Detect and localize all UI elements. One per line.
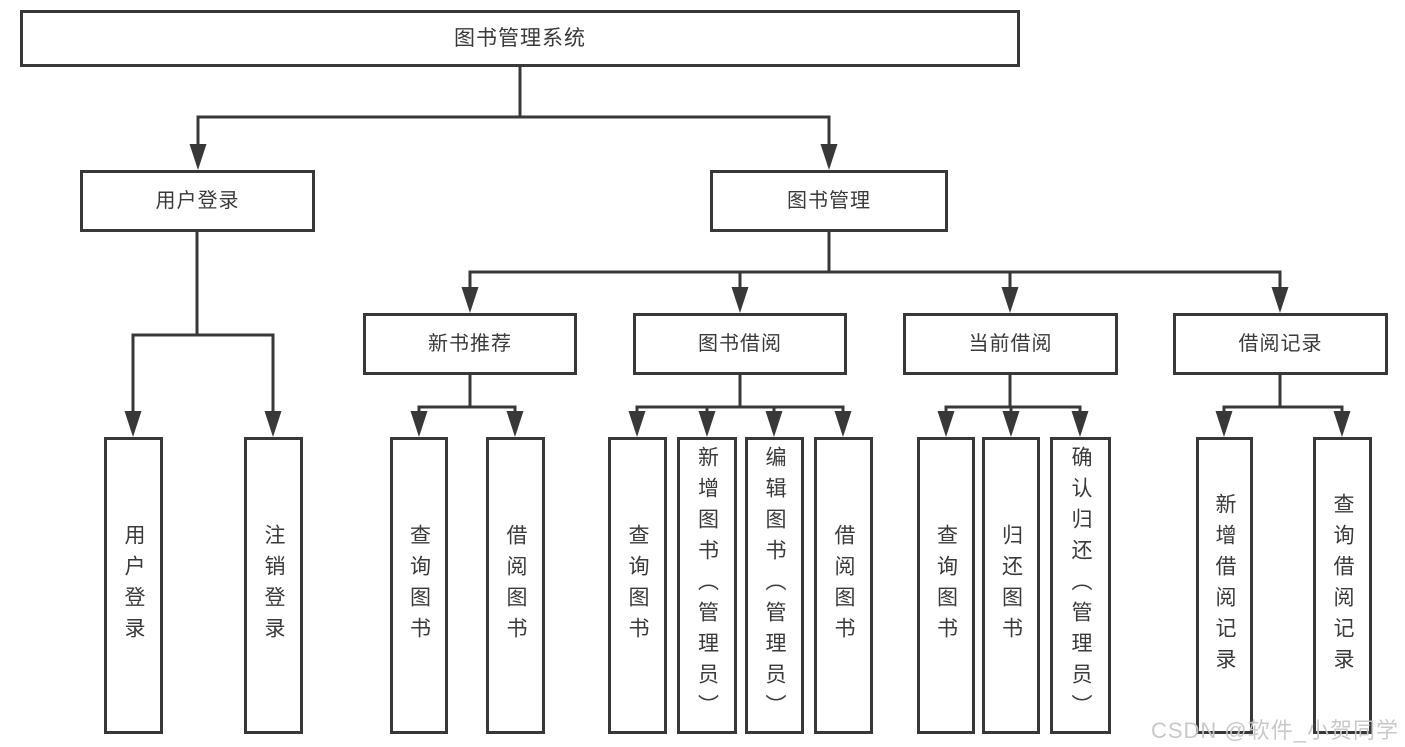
node-book-management: 图书管理 <box>710 170 948 232</box>
leaf-edit-books-admin: 编辑图书（管理员） <box>745 437 804 734</box>
watermark: CSDN @软件_小贺同学 <box>1150 718 1399 743</box>
leaf-add-borrow-record: 新增借阅记录 <box>1196 437 1253 734</box>
node-current-borrow: 当前借阅 <box>903 313 1118 375</box>
arrowheads <box>124 144 1351 437</box>
connector-user-login-to-leaves <box>131 232 275 419</box>
node-borrow-records: 借阅记录 <box>1173 313 1388 375</box>
leaf-query-books-recommend: 查询图书 <box>390 437 448 734</box>
leaf-borrow-books-recommend: 借阅图书 <box>486 437 545 734</box>
leaf-borrow-books: 借阅图书 <box>814 437 873 734</box>
leaf-confirm-return-admin: 确认归还（管理员） <box>1050 437 1111 734</box>
connector-borrow-records-to-leaves <box>1222 375 1344 419</box>
leaf-return-books: 归还图书 <box>982 437 1040 734</box>
leaf-logout: 注销登录 <box>244 437 303 734</box>
node-root: 图书管理系统 <box>20 10 1020 67</box>
connector-new-book-recommend-to-leaves <box>417 375 517 419</box>
node-book-borrow: 图书借阅 <box>633 313 847 375</box>
node-new-book-recommend: 新书推荐 <box>363 313 577 375</box>
leaf-query-books-borrow: 查询图书 <box>608 437 667 734</box>
leaf-query-borrow-record: 查询借阅记录 <box>1313 437 1372 734</box>
node-user-login: 用户登录 <box>80 170 315 232</box>
connector-book-borrow-to-leaves <box>635 375 845 419</box>
connector-book-management-to-level3 <box>468 232 1282 295</box>
leaf-user-login: 用户登录 <box>104 437 163 734</box>
connector-root-to-level2 <box>196 66 831 152</box>
leaf-add-books-admin: 新增图书（管理员） <box>677 437 737 734</box>
leaf-query-books-current: 查询图书 <box>917 437 975 734</box>
